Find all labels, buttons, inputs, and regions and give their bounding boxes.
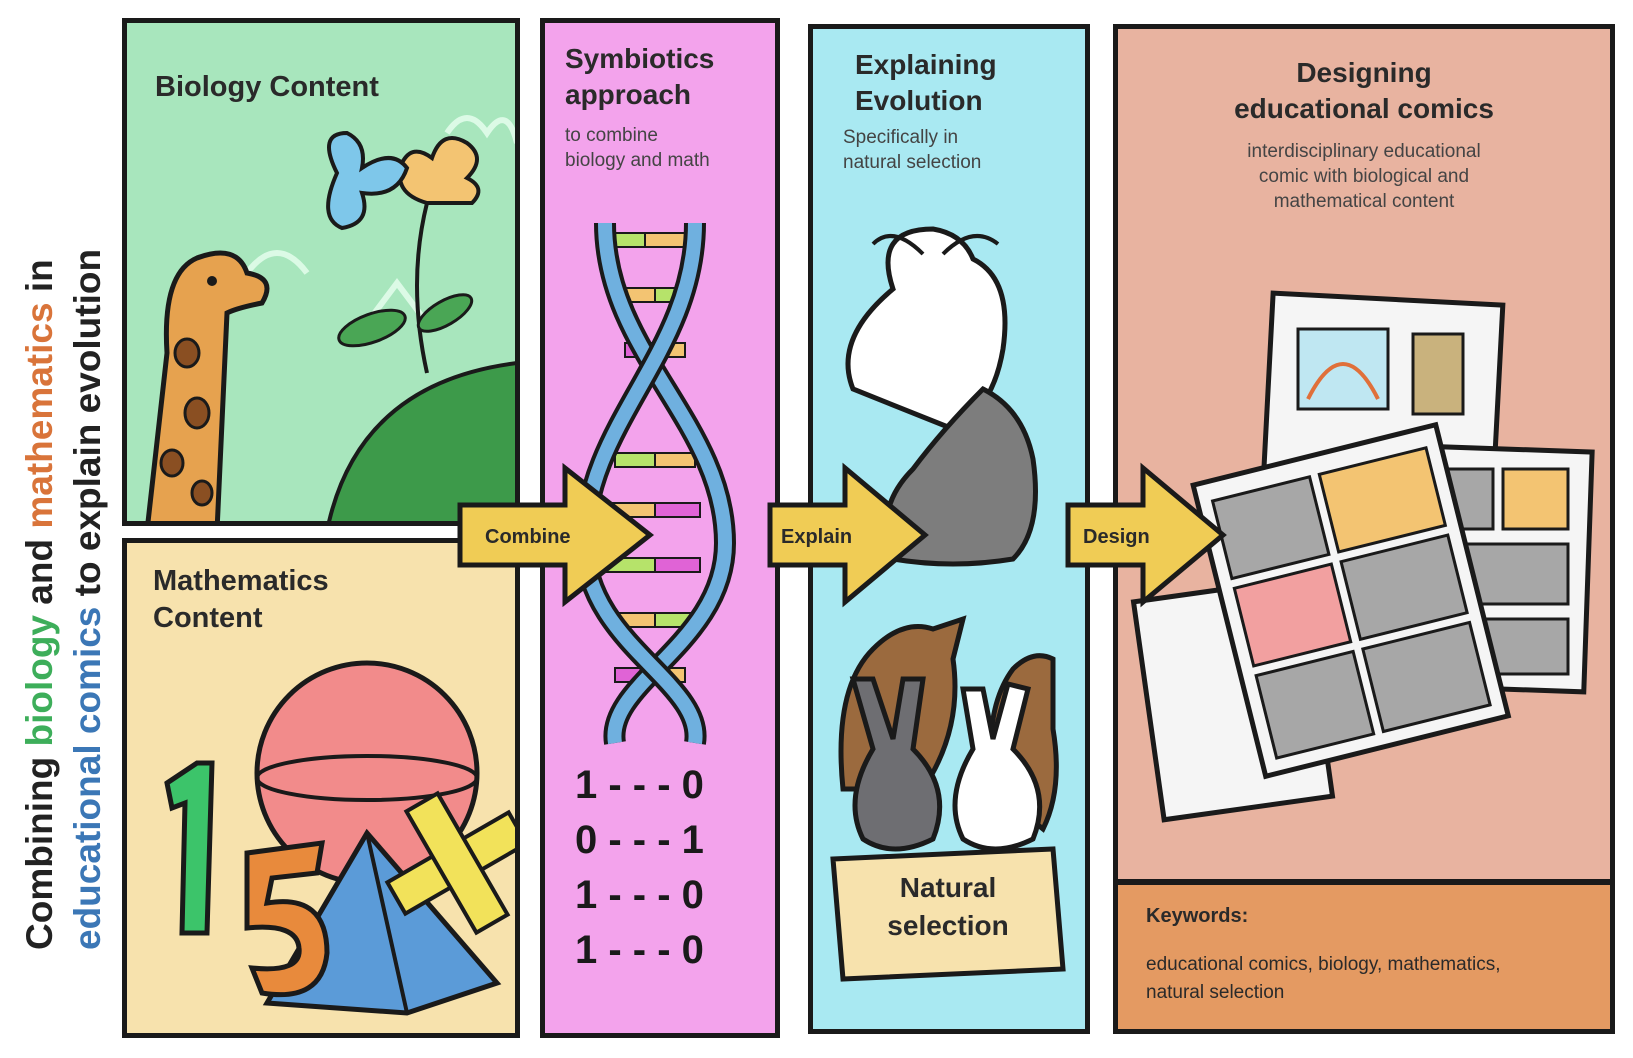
keywords-line2: natural selection bbox=[1146, 982, 1285, 1003]
explain-arrow-label: Explain bbox=[781, 526, 852, 548]
designing-subtitle: interdisciplinary educational comic with… bbox=[1118, 139, 1610, 214]
sign-line2: selection bbox=[887, 910, 1008, 941]
sign-line1: Natural bbox=[900, 872, 996, 903]
comic-page-front bbox=[1190, 421, 1512, 780]
natural-selection-sign bbox=[830, 846, 1066, 982]
symbiotics-subtitle-line1: to combine bbox=[565, 125, 658, 146]
keywords-line1: educational comics, biology, mathematics… bbox=[1146, 954, 1501, 975]
biology-content-panel: Biology Content bbox=[122, 18, 520, 526]
side-title-word: and bbox=[19, 529, 60, 615]
combine-arrow: Combine bbox=[457, 462, 655, 608]
butterfly-shape bbox=[326, 130, 410, 231]
explaining-title-line1: Explaining bbox=[855, 49, 997, 80]
design-arrow-label: Design bbox=[1083, 526, 1150, 548]
multiply-sign bbox=[384, 790, 515, 936]
white-moth-shape bbox=[845, 226, 1008, 432]
explaining-subtitle-line1: Specifically in bbox=[843, 127, 959, 148]
explaining-subtitle-line2: natural selection bbox=[843, 152, 982, 173]
side-title-word: in bbox=[19, 259, 60, 302]
symbiotics-subtitle-line2: biology and math bbox=[565, 150, 710, 171]
white-rabbit-shape bbox=[952, 680, 1043, 852]
keywords-label: Keywords: bbox=[1146, 905, 1249, 927]
mathematics-content-panel: Mathematics Content bbox=[122, 538, 520, 1038]
number-five-shape bbox=[244, 840, 330, 998]
designing-title-line2: educational comics bbox=[1234, 93, 1494, 124]
side-title-word-educational-comics: educational comics bbox=[67, 607, 108, 950]
design-arrow: Design bbox=[1065, 462, 1227, 608]
explain-arrow: Explain bbox=[767, 462, 929, 608]
explaining-title: Explaining Evolution bbox=[855, 47, 997, 119]
grey-rabbit-shape bbox=[849, 676, 943, 852]
hill-shape bbox=[327, 361, 515, 521]
side-title-word-mathematics: mathematics bbox=[19, 302, 60, 528]
evolution-illustration: Natural selection bbox=[830, 226, 1066, 982]
designing-title: Designing educational comics bbox=[1118, 55, 1610, 127]
symbiotics-title-line2: approach bbox=[565, 79, 692, 110]
grey-moth-shape bbox=[883, 385, 1038, 567]
binary-row-1: 1 - - - 0 bbox=[575, 763, 704, 807]
mathematics-title-line1: Mathematics bbox=[153, 565, 329, 597]
keywords-list: educational comics, biology, mathematics… bbox=[1146, 951, 1500, 1007]
side-title-word: Combining bbox=[19, 747, 60, 950]
flower-shape bbox=[397, 136, 481, 205]
binary-row-4: 1 - - - 0 bbox=[575, 928, 704, 972]
designing-subtitle-line1: interdisciplinary educational bbox=[1247, 141, 1481, 162]
keywords-panel: Keywords: educational comics, biology, m… bbox=[1113, 880, 1615, 1034]
combine-arrow-label: Combine bbox=[485, 526, 571, 548]
symbiotics-title: Symbiotics approach bbox=[565, 41, 714, 113]
side-title-line2: educational comics to explain evolution bbox=[67, 249, 108, 950]
symbiotics-subtitle: to combine biology and math bbox=[565, 123, 710, 173]
binary-row-3: 1 - - - 0 bbox=[575, 873, 704, 917]
mathematics-content-title: Mathematics Content bbox=[153, 563, 329, 637]
biology-illustration bbox=[145, 115, 515, 521]
explaining-subtitle: Specifically in natural selection bbox=[843, 125, 981, 175]
binary-row-2: 0 - - - 1 bbox=[575, 818, 704, 862]
side-title-line1: Combining biology and mathematics in bbox=[19, 259, 60, 950]
explaining-title-line2: Evolution bbox=[855, 85, 983, 116]
symbiotics-title-line1: Symbiotics bbox=[565, 43, 715, 74]
side-title-word: to explain evolution bbox=[67, 249, 108, 607]
designing-comics-panel: Designing educational comics interdiscip… bbox=[1113, 24, 1615, 884]
designing-subtitle-line2: comic with biological and bbox=[1258, 166, 1470, 187]
side-title-word-biology: biology bbox=[19, 615, 60, 747]
mathematics-illustration bbox=[164, 660, 515, 1016]
number-one-shape bbox=[164, 760, 215, 936]
comics-illustration bbox=[1130, 290, 1595, 823]
designing-subtitle-line3: mathematical content bbox=[1273, 191, 1455, 212]
side-title: Combining biology and mathematics in edu… bbox=[19, 249, 108, 950]
designing-title-line1: Designing bbox=[1296, 57, 1432, 88]
biology-content-title: Biology Content bbox=[155, 71, 379, 103]
mathematics-title-line2: Content bbox=[153, 602, 263, 634]
